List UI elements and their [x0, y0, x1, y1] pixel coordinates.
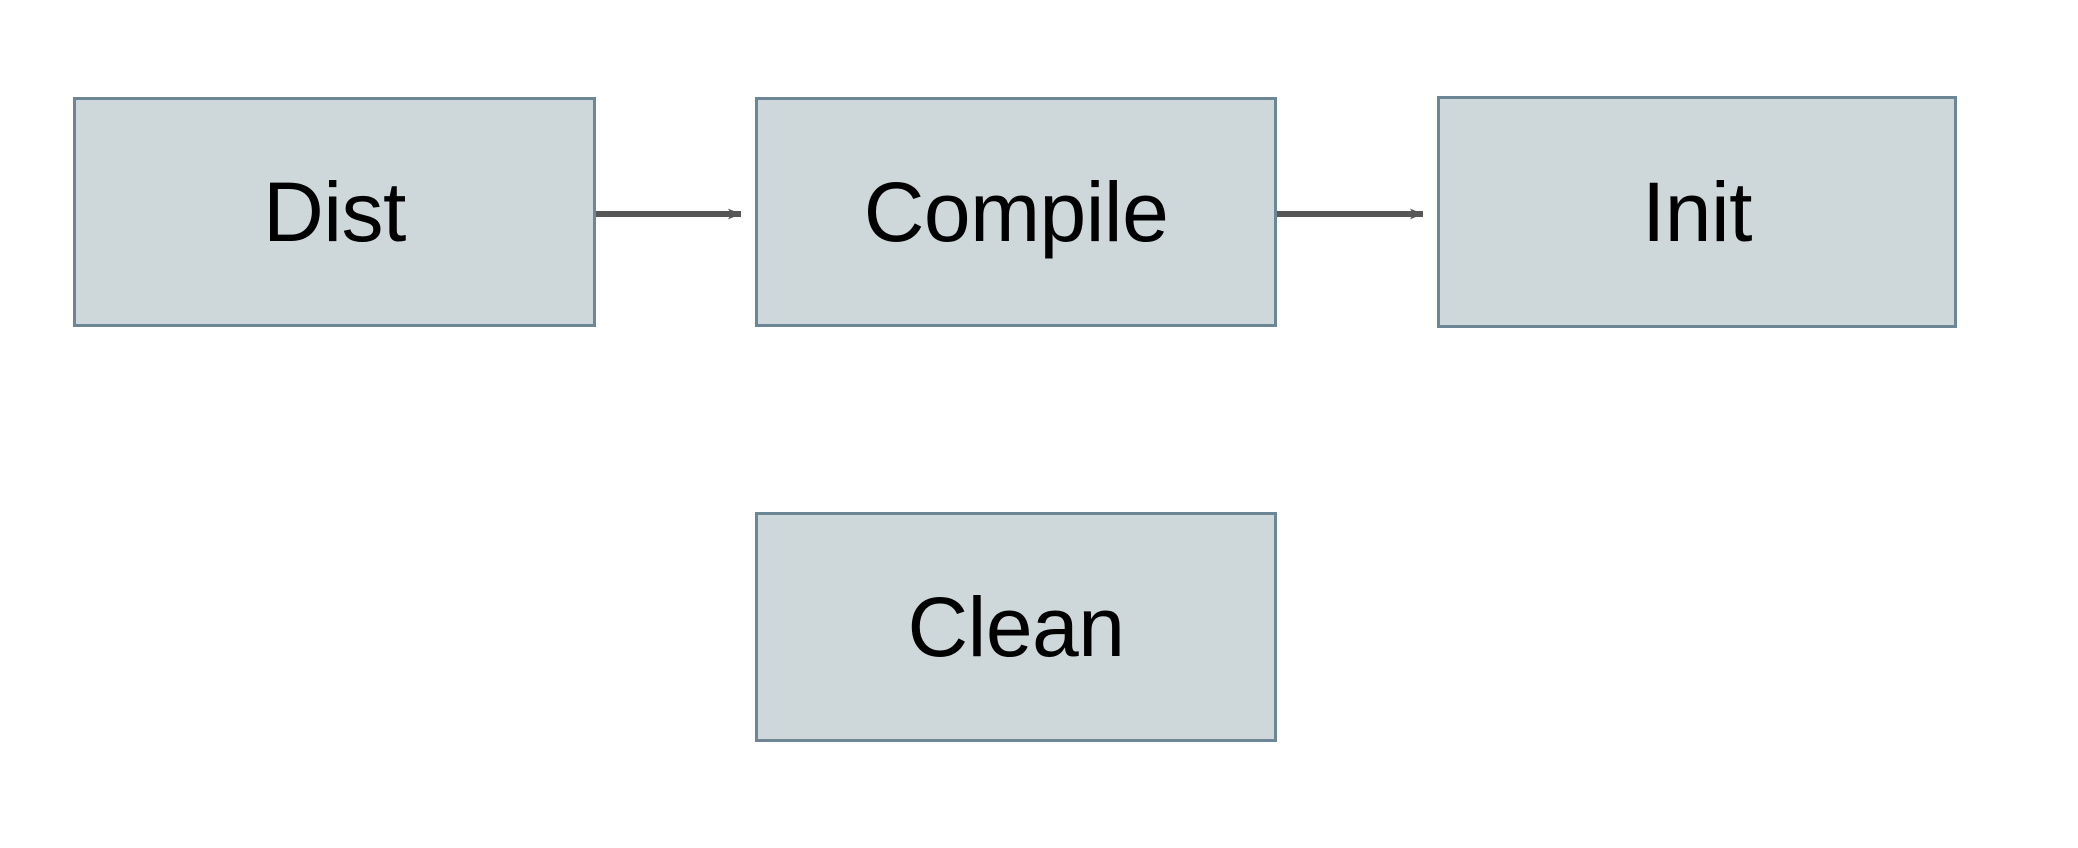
- node-clean-label: Clean: [907, 580, 1125, 674]
- node-init[interactable]: Init: [1437, 96, 1957, 328]
- node-compile-label: Compile: [863, 165, 1169, 259]
- node-dist-label: Dist: [263, 165, 406, 259]
- node-dist[interactable]: Dist: [73, 97, 596, 327]
- node-compile[interactable]: Compile: [755, 97, 1277, 327]
- node-init-label: Init: [1641, 165, 1753, 259]
- node-clean[interactable]: Clean: [755, 512, 1277, 742]
